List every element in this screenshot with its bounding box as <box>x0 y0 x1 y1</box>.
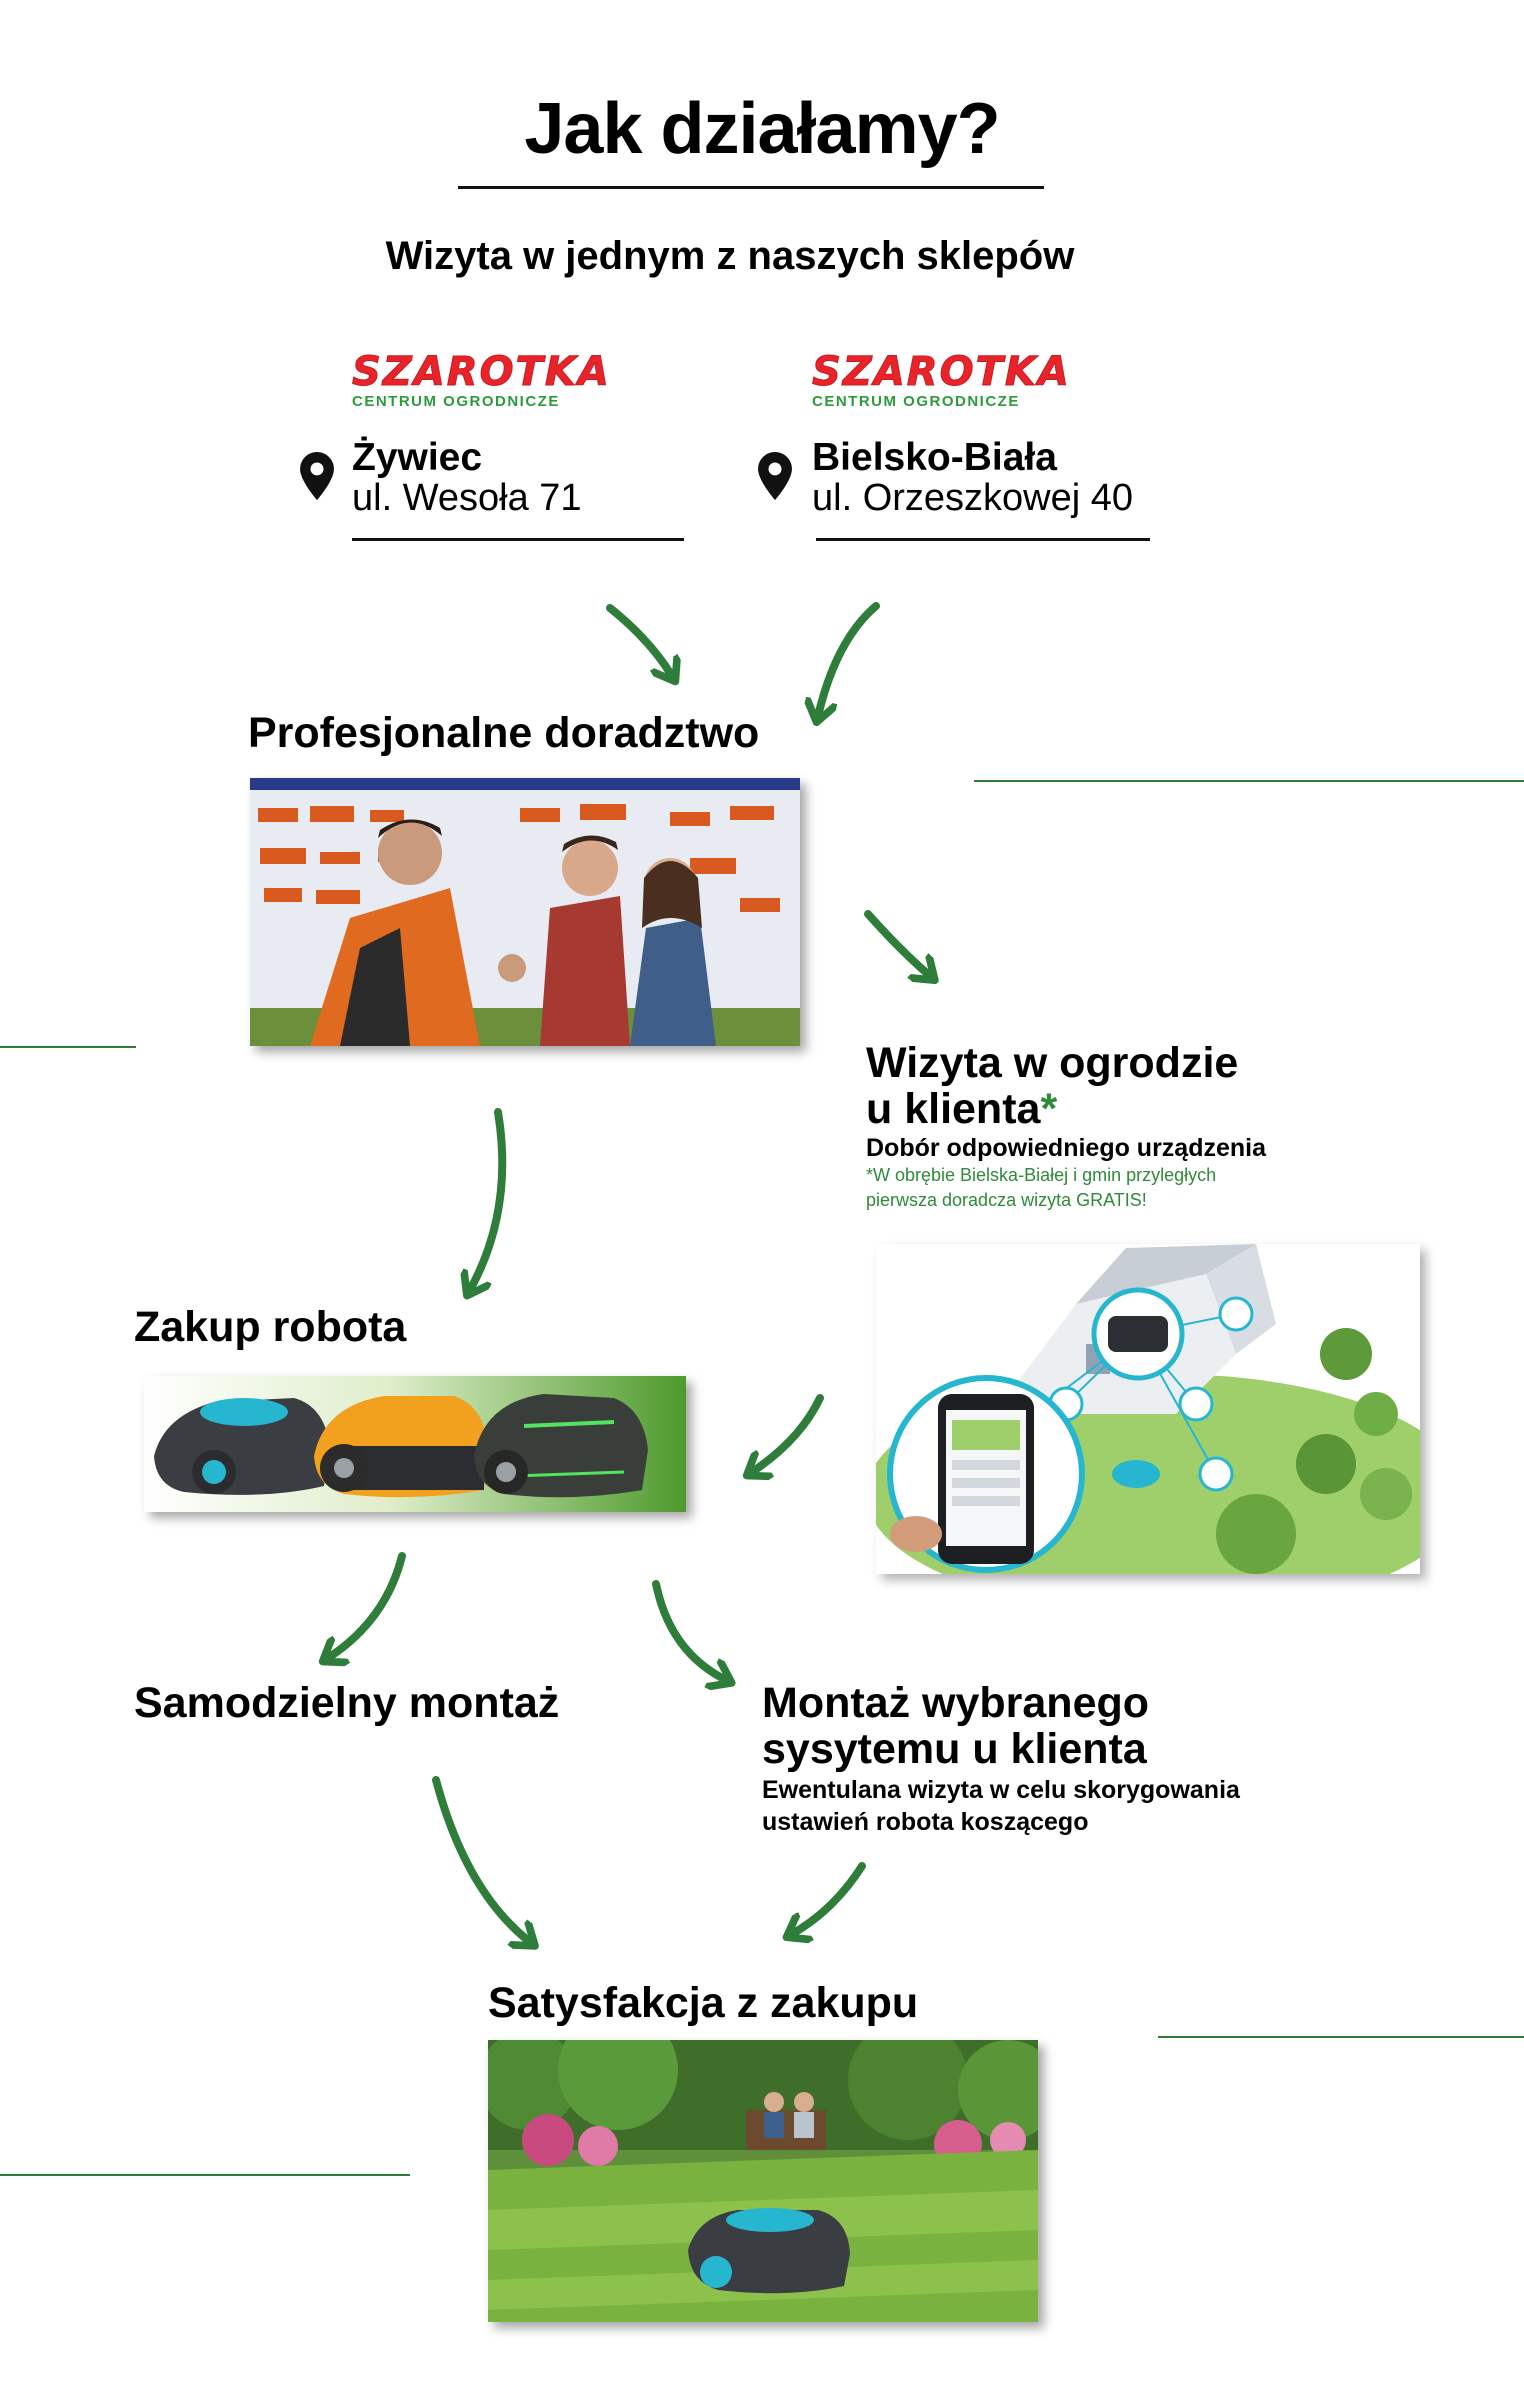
store-underline <box>352 538 684 541</box>
arrow-icon <box>752 1394 824 1472</box>
decor-line <box>1158 2036 1524 2038</box>
arrow-icon <box>792 1862 866 1934</box>
page-subtitle: Wizyta w jednym z naszych sklepów <box>385 234 1075 278</box>
satisfaction-photo <box>488 2040 1038 2322</box>
robot-mower-in-garden <box>688 2208 850 2294</box>
store-advice-image <box>250 778 800 1046</box>
robot-mower-teal <box>154 1398 330 1495</box>
step-title-install: Montaż wybranego sysytemu u klienta <box>762 1679 1150 1773</box>
footnote-star: * <box>1040 1085 1058 1133</box>
install-description: Ewentulana wizyta w celu skorygowania us… <box>762 1776 1240 1836</box>
decor-line <box>0 2174 410 2176</box>
location-pin-icon <box>758 452 792 500</box>
store-logo-bielsko: SZAROTKA CENTRUM OGRODNICZE <box>812 349 1071 411</box>
page-title: Jak działamy? <box>524 89 1000 169</box>
decor-line <box>0 1046 136 1048</box>
store-underline <box>816 538 1150 541</box>
arrow-icon <box>606 604 672 676</box>
garden-visit-subtitle: Dobór odpowiedniego urządzenia <box>866 1134 1266 1162</box>
store-city-zywiec: Żywiec <box>352 436 483 479</box>
robot-mowers-image <box>144 1376 686 1512</box>
step-title-self-install: Samodzielny montaż <box>134 1679 560 1727</box>
arrow-icon <box>432 1776 530 1942</box>
step-title-purchase: Zakup robota <box>134 1303 407 1351</box>
garden-visit-note: *W obrębie Bielska-Białej i gmin przyleg… <box>866 1165 1217 1210</box>
smart-garden-illustration <box>876 1244 1420 1574</box>
robot-mower-dark <box>474 1394 648 1498</box>
robot-mower-orange <box>314 1396 488 1498</box>
store-city-bielsko: Bielsko-Biała <box>812 436 1057 479</box>
step-title-satisfaction: Satysfakcja z zakupu <box>488 1979 919 2027</box>
title-underline <box>458 186 1044 189</box>
store-street-zywiec: ul. Wesoła 71 <box>352 477 582 519</box>
location-pin-icon <box>300 452 334 500</box>
arrow-icon <box>864 910 930 976</box>
arrow-icon <box>328 1552 406 1658</box>
advice-photo <box>250 778 800 1046</box>
store-logo-zywiec: SZAROTKA CENTRUM OGRODNICZE <box>352 349 611 411</box>
step-title-garden-visit: Wizyta w ogrodzie u klienta* <box>866 1039 1239 1133</box>
store-street-bielsko: ul. Orzeszkowej 40 <box>812 477 1134 519</box>
step-title-advice: Profesjonalne doradztwo <box>248 709 760 757</box>
arrow-icon <box>470 1108 507 1290</box>
decor-line <box>974 780 1524 782</box>
arrow-icon <box>652 1580 726 1680</box>
arrow-icon <box>818 602 880 716</box>
